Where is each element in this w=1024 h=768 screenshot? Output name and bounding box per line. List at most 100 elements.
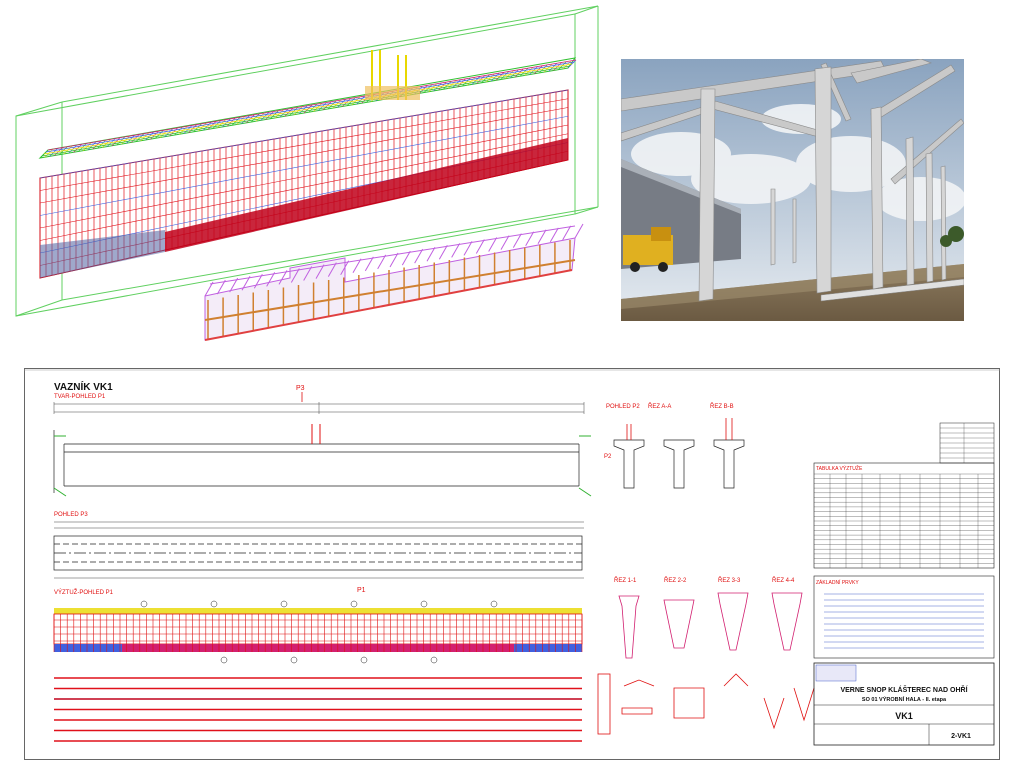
roof-truss	[216, 279, 226, 295]
rebar-mark	[210, 600, 218, 608]
rebar-stirrups-elevation	[53, 614, 583, 652]
roof-truss	[525, 231, 535, 246]
roof-truss	[241, 275, 251, 291]
marker-p1: P1	[357, 587, 366, 594]
company-logo	[815, 664, 857, 682]
roof-truss	[562, 225, 572, 241]
roof-truss	[327, 262, 337, 277]
title-block-drawing-no: 2-VK1	[951, 733, 971, 740]
beam-longitudinal-bar	[39, 98, 569, 191]
beam-top-view-p3	[53, 535, 583, 571]
drawing-sheet: VAZNÍK VK1 TVAR-POHLED P1 P3	[24, 368, 1000, 760]
view-label-vyztuz: VÝZTUŽ-POHLED P1	[54, 588, 114, 596]
title-block-project: VERNE SNOP KLÁŠTEREC NAD OHŘÍ	[840, 685, 968, 694]
section-label-11: ŘEZ 1-1	[614, 576, 637, 584]
roof-truss	[475, 239, 485, 254]
trees	[940, 226, 964, 247]
roof-truss	[377, 254, 387, 270]
lift-loop-p1	[311, 424, 321, 444]
roof-truss	[315, 264, 325, 279]
roof-truss	[204, 281, 214, 297]
roof-truss	[290, 268, 300, 283]
roof-truss	[549, 227, 559, 243]
roof-truss	[352, 258, 362, 274]
bar-shapes	[597, 673, 815, 735]
site-photo	[621, 59, 964, 321]
building-3d-model	[204, 223, 584, 341]
rebar-mark	[360, 656, 368, 664]
roof-truss	[574, 223, 584, 239]
top-mesh-longitudinal	[47, 59, 577, 151]
small-table-grid	[940, 423, 994, 463]
roof-truss	[389, 252, 399, 268]
roof-truss	[537, 229, 547, 245]
rebar-mark	[490, 600, 498, 608]
marker-p3: P3	[296, 385, 305, 392]
beam-longitudinal-bar	[39, 115, 569, 216]
section-label-33: ŘEZ 3-3	[718, 576, 741, 584]
roof-truss	[463, 241, 473, 256]
rebar-labels-circles	[140, 600, 498, 664]
rebar-mark	[220, 656, 228, 664]
rebar-sections	[618, 592, 803, 659]
section-label-bb: ŘEZ B-B	[710, 402, 734, 410]
roof-truss	[340, 260, 350, 275]
beam-end-mesh	[40, 230, 165, 278]
rebar-mark	[350, 600, 358, 608]
marker-p2: P2	[604, 454, 612, 460]
lifting-plate	[365, 86, 420, 100]
rebar-mark	[420, 600, 428, 608]
view-label-pohled-p2: POHLED P2	[606, 404, 640, 410]
beam-longitudinal-bar	[39, 133, 569, 241]
beam-longitudinal-bar	[39, 89, 569, 179]
rebar-mark	[280, 600, 288, 608]
top-mesh-longitudinal	[43, 63, 573, 155]
rebar-mark	[430, 656, 438, 664]
title-block-subproject: SO 01 VÝROBNÍ HALA - II. etapa	[862, 695, 947, 703]
technical-drawing: VAZNÍK VK1 TVAR-POHLED P1 P3	[24, 368, 1000, 760]
roof-truss	[364, 256, 374, 272]
dimension-lines-p3	[54, 521, 584, 529]
beam-bottom-reinforcement	[165, 138, 568, 252]
rebar-3d-model-panel	[0, 0, 600, 355]
dimension-lines-top	[53, 402, 585, 414]
columns	[698, 66, 947, 302]
roof-truss	[438, 245, 448, 260]
roof-truss	[451, 243, 461, 258]
rebar-table-grid	[814, 473, 994, 568]
notes-header: ZÁKLADNÍ PRVKY	[816, 579, 859, 586]
cross-sections-ab	[613, 439, 745, 489]
view-label-p3: POHLED P3	[54, 512, 88, 518]
roof-truss	[266, 272, 276, 287]
beam-longitudinal-bar	[39, 124, 569, 229]
rebar-3d-model	[15, 5, 599, 341]
notes-block	[813, 575, 995, 659]
marker-arrows-p1	[53, 435, 592, 497]
rebar-table	[813, 462, 995, 569]
section-label-22: ŘEZ 2-2	[664, 576, 687, 584]
roof-truss	[512, 233, 522, 248]
view-label-tvar: TVAR-POHLED P1	[54, 394, 106, 400]
title-block	[813, 662, 995, 746]
rebar-mark	[290, 656, 298, 664]
roof-truss	[253, 274, 263, 289]
beam-longitudinal-bar	[39, 107, 569, 204]
rebar-table-header: TABULKA VÝZTUŽE	[816, 464, 863, 472]
roof-truss	[500, 235, 510, 250]
roof-truss	[229, 277, 239, 293]
bounding-box	[15, 5, 599, 317]
section-marks	[626, 418, 733, 440]
rebar-mark	[140, 600, 148, 608]
title-block-element: VK1	[895, 711, 913, 721]
roof-truss	[488, 237, 498, 252]
notes-lines	[824, 593, 984, 649]
roof-truss	[401, 250, 411, 266]
roof-truss	[426, 246, 436, 262]
section-label-44: ŘEZ 4-4	[772, 576, 795, 584]
top-mesh-longitudinal	[41, 65, 571, 157]
drawing-title: VAZNÍK VK1	[54, 380, 113, 393]
roof-truss	[303, 266, 313, 281]
roof-truss	[414, 248, 424, 264]
top-flange-mesh	[39, 59, 577, 159]
roof-truss	[278, 270, 288, 285]
